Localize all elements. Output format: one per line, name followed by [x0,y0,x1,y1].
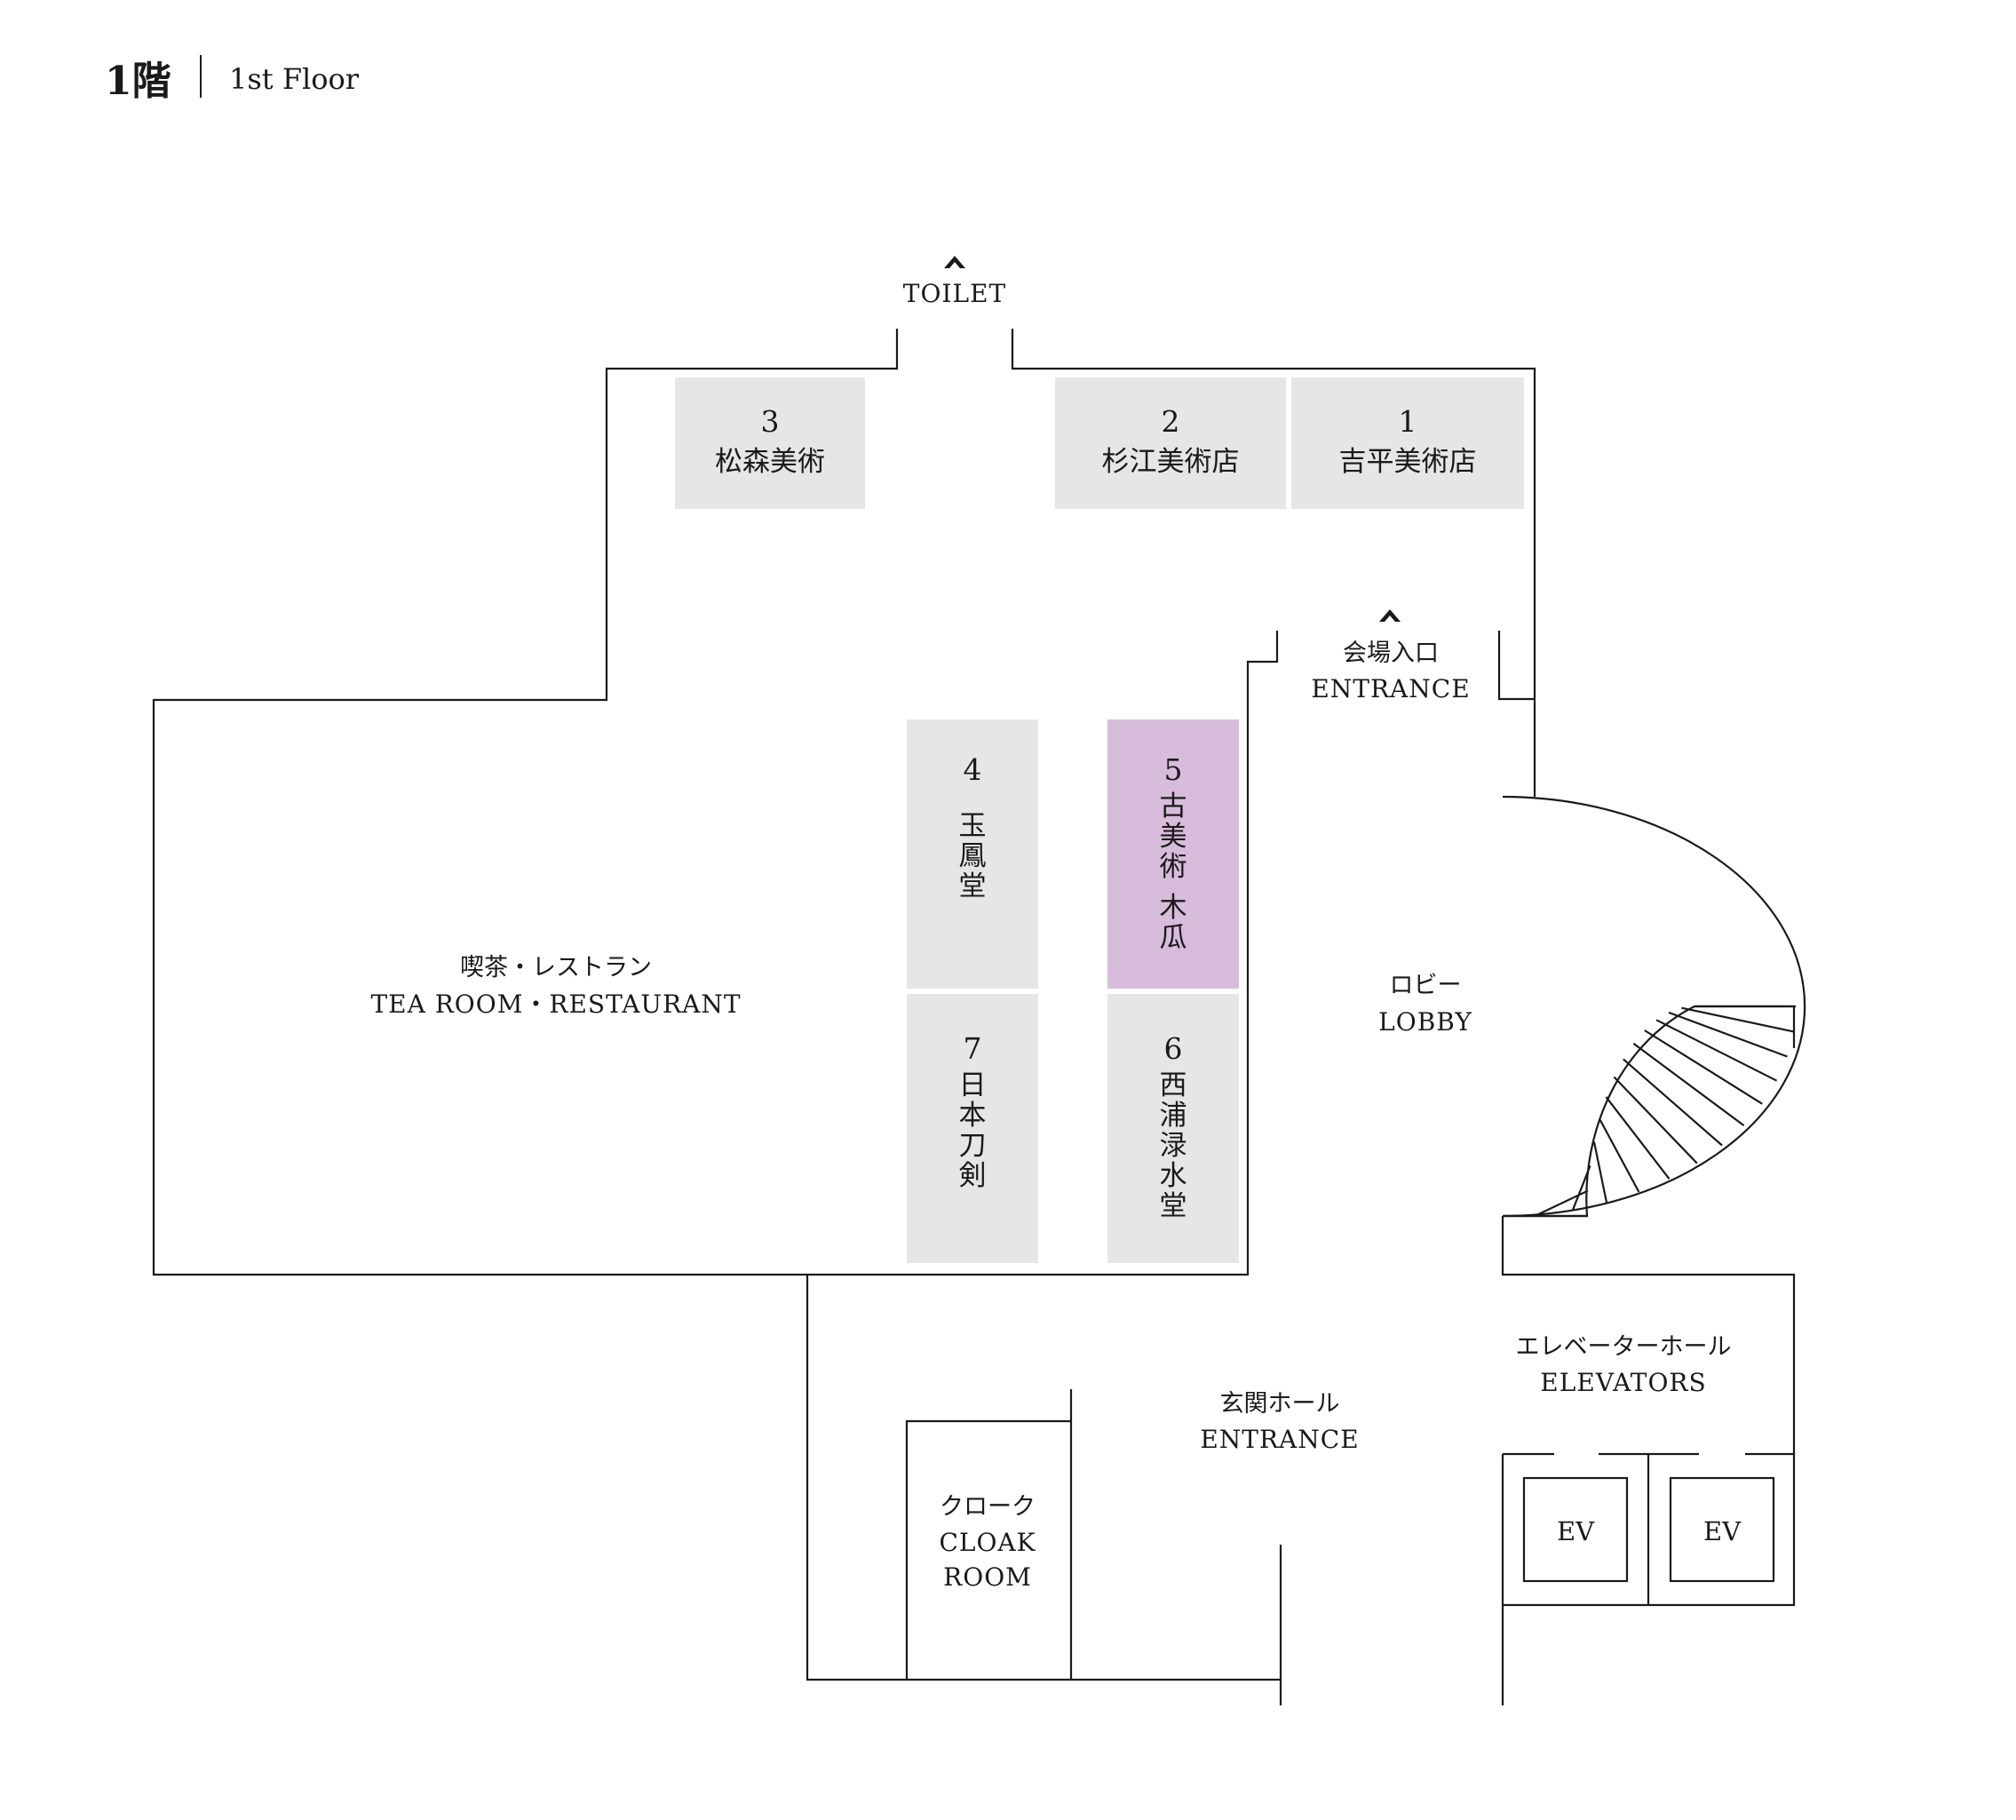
booth-name-char: 西 [1160,1069,1187,1101]
booth-name: 吉平美術店 [1339,446,1477,478]
booth-name-char: 美 [1160,821,1187,853]
stair-tread [1644,1029,1763,1105]
tea-room-en: TEA ROOM・RESTAURANT [370,989,741,1019]
stair-tread [1613,1076,1698,1164]
stair-tread [1632,1042,1745,1126]
booth-number: 6 [1164,1031,1183,1066]
floor-header: 1階 1st Floor [105,55,360,104]
booth-2[interactable]: 2 杉江美術店 [1055,378,1286,509]
cloak-en-2: ROOM [943,1562,1032,1592]
toilet-label: TOILET [903,256,1006,308]
lobby-label: ロビー LOBBY [1378,972,1472,1037]
booth-4[interactable]: 4 玉鳳堂 [907,719,1038,989]
booth-name-char: 堂 [959,870,987,902]
booth-1[interactable]: 1 吉平美術店 [1291,378,1524,509]
booth-name-char: 瓜 [1160,922,1187,954]
spiral-staircase [1503,1005,1796,1218]
booth-name-char: 本 [959,1100,987,1132]
entrance-hall-en: ENTRANCE [1200,1425,1359,1454]
booth-3[interactable]: 3 松森美術 [675,378,865,509]
cloak-room-label: クローク CLOAK ROOM [939,1493,1036,1592]
walls [152,329,1806,1705]
booth-number: 3 [761,404,780,439]
booth-number: 1 [1399,404,1417,439]
stair-tread [1681,1006,1794,1033]
booth-name-char: 刀 [959,1130,987,1162]
venue-entrance-en: ENTRANCE [1311,674,1470,703]
elevator-left-label: EV [1557,1516,1595,1546]
stair-tread [1571,1165,1591,1211]
entrance-hall-jp: 玄関ホール [1220,1390,1340,1418]
up-arrow-icon [944,256,965,268]
entrance-hall-label: 玄関ホール ENTRANCE [1200,1390,1359,1454]
booth-name-char: 堂 [1160,1190,1187,1222]
elevator-hall-en: ELEVATORS [1540,1368,1706,1397]
cloak-en-1: CLOAK [939,1528,1036,1557]
venue-entrance-jp: 会場入口 [1343,640,1439,667]
lobby-jp: ロビー [1390,972,1462,999]
booth-name: 杉江美術店 [1102,446,1240,478]
venue-entrance-label: 会場入口 ENTRANCE [1311,609,1470,703]
elevator-left-box [1522,1476,1629,1583]
booth-name-char: 剣 [959,1160,987,1192]
booth-name-char: 水 [1160,1160,1187,1192]
stair-tread [1668,1011,1788,1058]
booth-number: 4 [964,752,982,787]
elevator-right-label: EV [1703,1516,1742,1546]
booth-name-char: 鳳 [959,840,987,872]
booth-name-char: 古 [1160,791,1187,823]
booth-name-char: 木 [1160,892,1187,924]
tea-room-jp: 喫茶・レストラン [460,954,652,982]
floor-title-en: 1st Floor [229,62,360,96]
booth-number: 5 [1164,752,1183,787]
stair-tread [1655,1019,1778,1082]
stair-tread [1537,1189,1589,1216]
floor-title-jp: 1階 [105,59,171,104]
toilet-text: TOILET [903,279,1006,308]
lobby-en: LOBBY [1378,1007,1472,1037]
booth-name: 松森美術 [715,446,825,478]
elevator-hall-label: エレベーターホール ELEVATORS [1516,1333,1732,1397]
booth-name-char: 渌 [1160,1130,1187,1162]
stair-tread [1598,1117,1640,1193]
stair-tread [1623,1058,1723,1147]
booth-name-char: 玉 [959,810,987,842]
stair-tread [1592,1141,1608,1203]
stair-tread [1605,1096,1671,1180]
booth-name-char: 術 [1160,851,1187,883]
booth-name-char: 浦 [1160,1100,1187,1132]
up-arrow-icon [1379,609,1401,622]
booth-number: 2 [1162,404,1180,439]
booth-number: 7 [964,1031,982,1066]
tea-room-label: 喫茶・レストラン TEA ROOM・RESTAURANT [370,954,741,1019]
cloak-jp: クローク [940,1493,1036,1521]
elevator-right-box [1669,1476,1775,1583]
elevator-hall-jp: エレベーターホール [1516,1333,1732,1361]
booth-name-char: 日 [959,1069,987,1101]
booth-name: 玉鳳堂 [959,810,987,902]
